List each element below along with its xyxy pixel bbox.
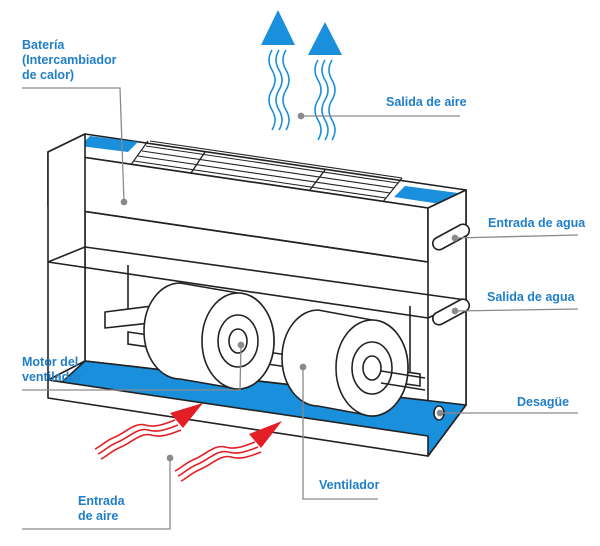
coil-blue-left (80, 136, 138, 152)
label-bateria: Batería (Intercambiador de calor) (22, 38, 116, 83)
unit-left-side (47, 133, 86, 381)
label-desague: Desagüe (517, 395, 570, 409)
label-motor-line1: Motor del (22, 355, 79, 369)
red-wavy-arrows-icon (94, 403, 282, 482)
leader-entrada-aire (22, 454, 174, 530)
coil-divider (47, 205, 429, 263)
coil-blue-right (394, 186, 458, 205)
fan-assembly (127, 282, 426, 417)
fan-coil-unit (47, 133, 467, 457)
water-inlet-pipe (431, 223, 471, 251)
label-entrada-aire-line2: de aire (78, 509, 119, 523)
pipe-connectors (431, 223, 471, 421)
unit-front-bottom (47, 379, 429, 457)
leader-bateria (22, 87, 128, 206)
label-bateria-line2: (Intercambiador (22, 53, 117, 67)
leader-ventilador (299, 363, 378, 500)
label-entrada-aire-line1: Entrada (78, 494, 125, 508)
label-entrada-agua: Entrada de agua (488, 216, 586, 230)
label-salida-aire: Salida de aire (386, 95, 467, 109)
label-salida-agua: Salida de agua (487, 290, 575, 304)
leader-salida-agua (451, 307, 579, 315)
label-entrada-aire: Entrada de aire (78, 494, 125, 524)
label-ventilador: Ventilador (319, 478, 380, 492)
label-bateria-line3: de calor) (22, 68, 75, 82)
label-motor-line2: ventilador (22, 370, 82, 384)
blue-up-arrows-icon (261, 10, 342, 141)
label-bateria-line1: Batería (22, 38, 65, 52)
leader-motor (22, 341, 245, 391)
leader-lines (22, 87, 579, 530)
leader-entrada-agua (451, 234, 579, 242)
label-motor: Motor del ventilador (22, 355, 82, 385)
